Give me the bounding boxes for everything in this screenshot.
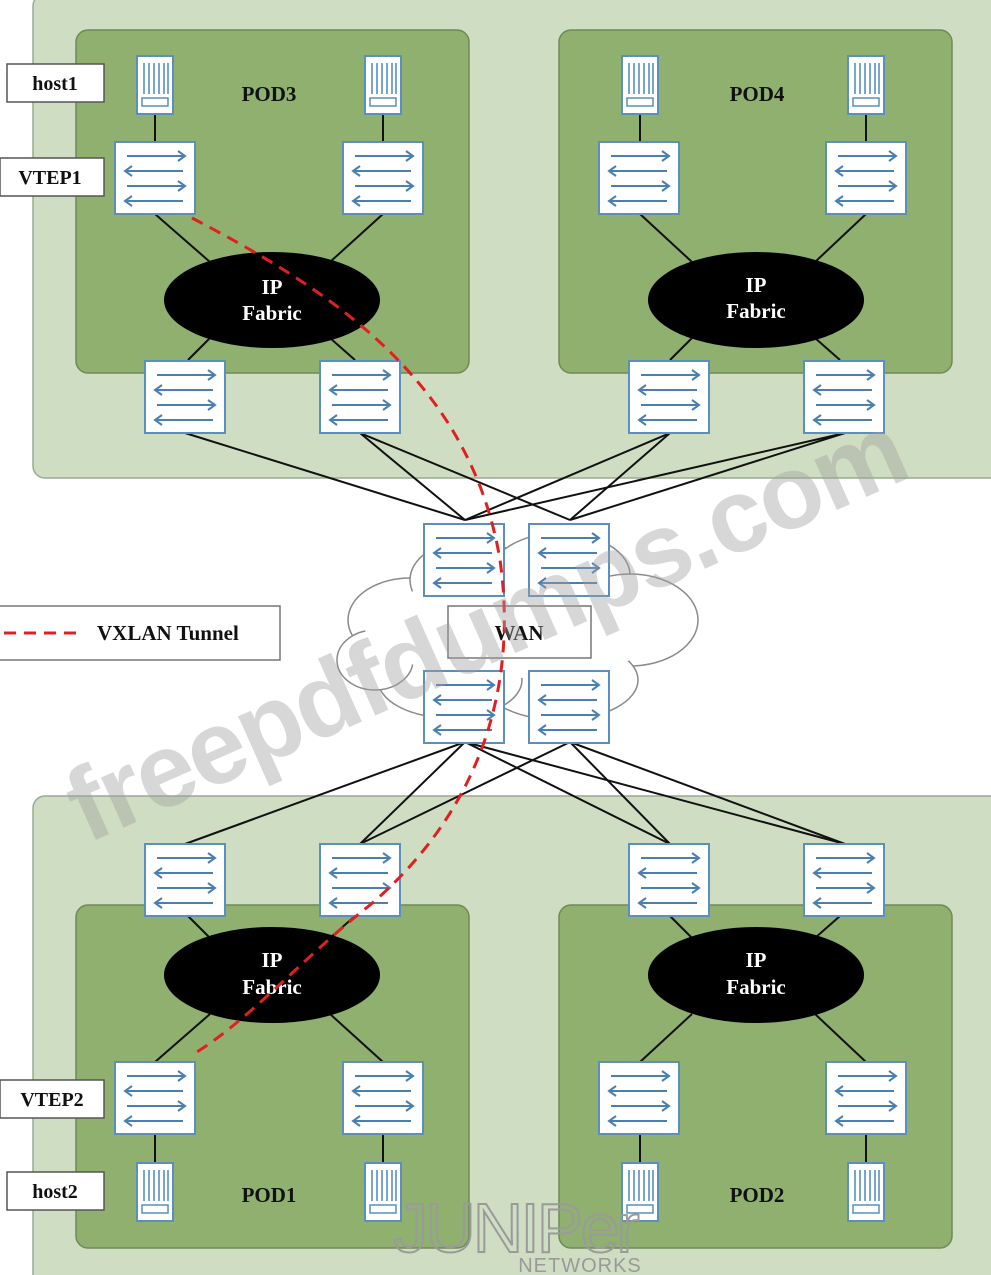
pod4-leaf-left-switch-icon	[598, 141, 680, 215]
host1-server-icon	[136, 55, 174, 115]
vxlan-tunnel-path	[191, 216, 506, 1057]
host2-label-box	[6, 1171, 105, 1211]
pod4-label: POD4	[730, 82, 785, 106]
pod4-ip-fabric	[648, 252, 864, 348]
pod2-fabric-label: Fabric	[726, 975, 785, 999]
pod2-leaf-left-switch-icon	[598, 1061, 680, 1135]
pod2-spine-left-switch-icon	[628, 843, 710, 917]
pod4-server-right-icon	[847, 55, 885, 115]
pod1-spine-right-switch-icon	[319, 843, 401, 917]
pod3-fabric-label: Fabric	[242, 301, 301, 325]
host1-label-box	[6, 63, 105, 103]
pod1-fabric-label: Fabric	[242, 975, 301, 999]
host2-label: host2	[32, 1181, 78, 1203]
brand-logo: JUNIPer	[393, 1189, 639, 1267]
pod4-server-left-icon	[621, 55, 659, 115]
vtep1-switch-icon	[114, 141, 196, 215]
vtep2-label: VTEP2	[20, 1089, 83, 1111]
links	[154, 114, 867, 1163]
host2-server-icon	[136, 1162, 174, 1222]
vtep2-switch-icon	[114, 1061, 196, 1135]
pod1-label: POD1	[242, 1183, 297, 1207]
pod2-ip-fabric	[648, 927, 864, 1023]
pod3-leaf-switch-icon	[342, 141, 424, 215]
pod4-spine-left-switch-icon	[628, 360, 710, 434]
pod2-leaf-right-switch-icon	[825, 1061, 907, 1135]
pod3-ip-fabric	[164, 252, 380, 348]
legend-label: VXLAN Tunnel	[97, 621, 239, 645]
pod3-fabric-label-ip: IP	[262, 275, 283, 299]
pod1-ip-fabric	[164, 927, 380, 1023]
vtep2-label-box	[0, 1079, 105, 1119]
pod4-fabric-label-ip: IP	[746, 273, 767, 297]
vtep1-label-box	[0, 157, 105, 197]
pod2-label: POD2	[730, 1183, 785, 1207]
pod1-fabric-label-ip: IP	[262, 948, 283, 972]
pod2-server-right-icon	[847, 1162, 885, 1222]
pod1-spine-left-switch-icon	[144, 843, 226, 917]
host1-label: host1	[32, 73, 78, 95]
wan-label-box	[447, 605, 592, 659]
pod4-leaf-right-switch-icon	[825, 141, 907, 215]
pod2-fabric-label-ip: IP	[746, 948, 767, 972]
pod3-label: POD3	[242, 82, 297, 106]
pod3-spine-left-switch-icon	[144, 360, 226, 434]
brand-subtitle: NETWORKS	[518, 1255, 642, 1275]
pod3-spine-right-switch-icon	[319, 360, 401, 434]
pod2-spine-right-switch-icon	[803, 843, 885, 917]
pod1-leaf-switch-icon	[342, 1061, 424, 1135]
pod3-server-icon	[364, 55, 402, 115]
wan-bottom-right-switch-icon	[528, 670, 610, 744]
vtep1-label: VTEP1	[18, 167, 81, 189]
pod4-fabric-label: Fabric	[726, 299, 785, 323]
